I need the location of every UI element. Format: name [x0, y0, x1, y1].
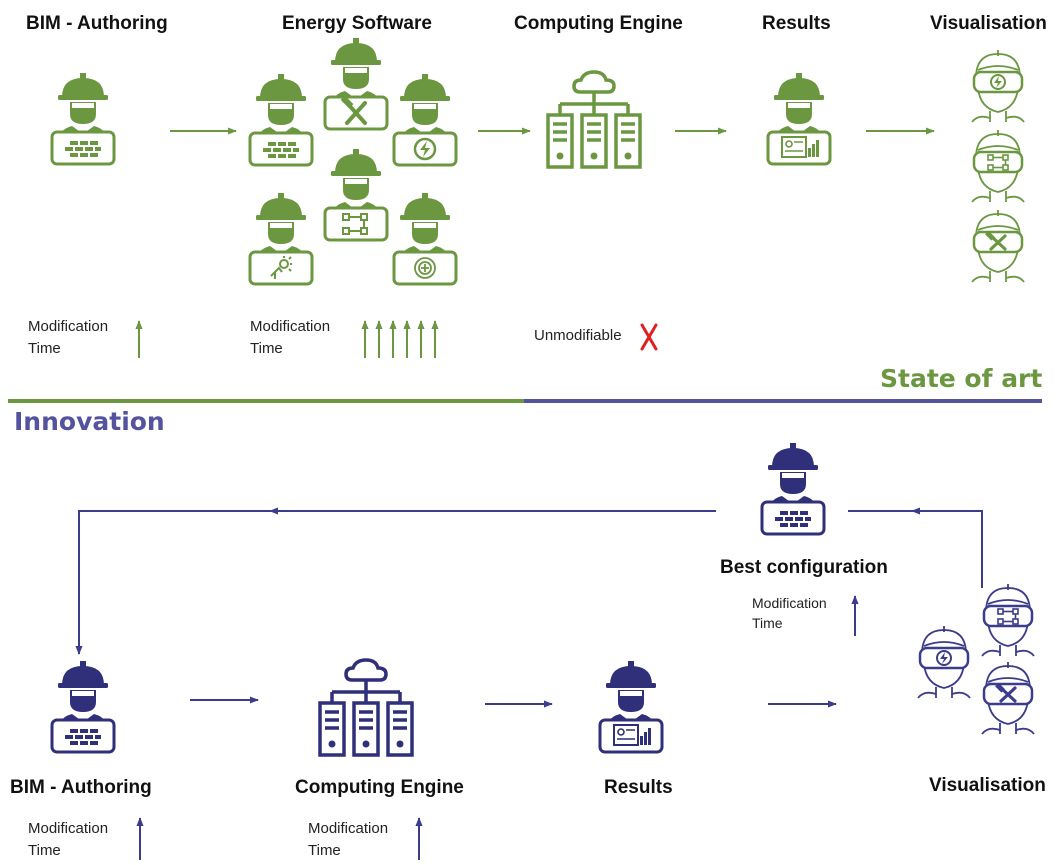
note-line-modification: Modification	[28, 318, 109, 335]
engineer-laptop-tools-icon	[323, 37, 389, 131]
innovation-note-computing: Modification Time	[308, 818, 388, 862]
innovation-step-label-bim: BIM - Authoring	[10, 777, 152, 798]
note-line-time: Time	[308, 842, 341, 859]
engineer-laptop-bricks-icon	[760, 442, 826, 536]
innovation-title: Innovation	[14, 407, 165, 436]
note-line-time: Time	[28, 842, 61, 859]
note-line-modification: Modification	[308, 820, 389, 837]
up-arrow-icon	[361, 320, 439, 358]
state-step-label-energy: Energy Software	[282, 13, 432, 34]
innovation-note-feedback: Modification Time	[752, 593, 827, 633]
state-of-art-title: State of art	[880, 364, 1043, 393]
engineer-laptop-flowchart-icon	[323, 148, 389, 242]
innovation-note-bim: Modification Time	[28, 818, 108, 862]
innovation-step-label-results: Results	[604, 777, 673, 798]
engineer-laptop-bricks-icon	[50, 72, 116, 166]
vr-headset-tools-icon	[970, 208, 1026, 284]
state-note-energy: Modification Time	[250, 316, 330, 360]
feedback-loop-arrows	[75, 507, 983, 655]
innovation-step-label-computing: Computing Engine	[295, 777, 464, 798]
innovation-section	[50, 442, 1036, 860]
engineer-laptop-energy-icon	[392, 73, 458, 167]
state-step-label-visualisation: Visualisation	[930, 13, 1047, 34]
note-line-time: Time	[28, 340, 61, 357]
state-note-computing: Unmodifiable	[534, 327, 622, 344]
note-line-modification: Modification	[28, 820, 109, 837]
cloud-server-icon	[546, 70, 642, 169]
engineer-laptop-dashboard-icon	[766, 72, 832, 166]
feedback-label: Best configuration	[720, 557, 888, 578]
state-step-label-bim: BIM - Authoring	[26, 13, 168, 34]
engineer-laptop-dashboard-icon	[598, 660, 664, 754]
red-x-icon	[640, 323, 658, 351]
vr-headset-tools-icon	[980, 660, 1036, 736]
vr-headset-energy-icon	[970, 48, 1026, 124]
cloud-server-icon	[318, 658, 414, 757]
note-line-modification: Modification	[250, 318, 331, 335]
engineer-laptop-emblem-icon	[392, 192, 458, 286]
note-line-time: Time	[250, 340, 283, 357]
state-step-label-computing: Computing Engine	[514, 13, 683, 34]
engineer-laptop-sun-icon	[248, 192, 314, 286]
vr-headset-flowchart-icon	[980, 582, 1036, 658]
engineer-laptop-bricks-icon	[50, 660, 116, 754]
state-step-label-results: Results	[762, 13, 831, 34]
innovation-step-label-visualisation: Visualisation	[929, 775, 1046, 796]
vr-headset-flowchart-icon	[970, 128, 1026, 204]
note-line-modification: Modification	[752, 595, 827, 611]
note-line-time: Time	[752, 615, 783, 631]
innovation-flow-arrows	[190, 696, 837, 708]
state-of-art-section	[50, 37, 1026, 358]
state-note-bim: Modification Time	[28, 316, 108, 360]
engineer-laptop-bricks-icon	[248, 73, 314, 167]
vr-headset-energy-icon	[916, 624, 972, 700]
